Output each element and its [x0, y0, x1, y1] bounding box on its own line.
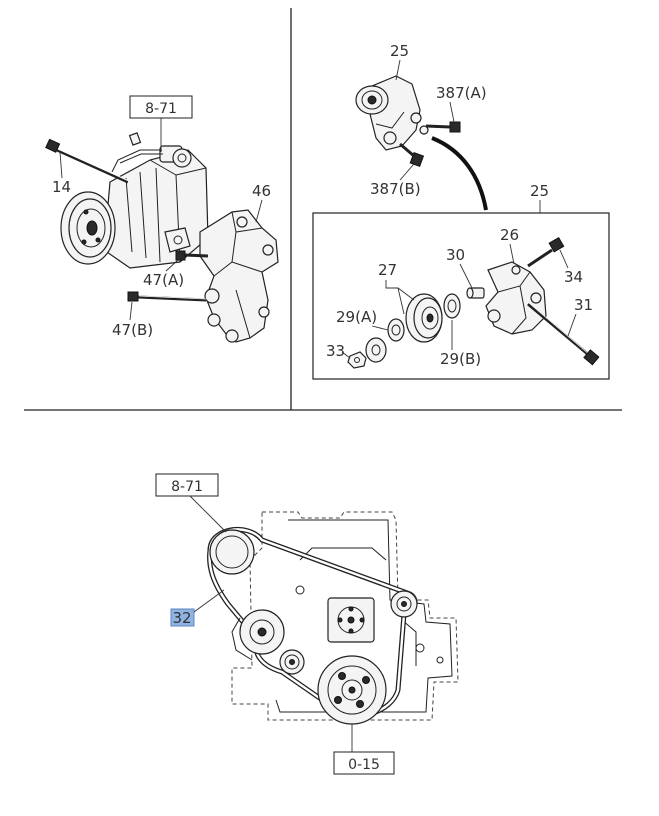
- svg-text:0-15: 0-15: [348, 757, 380, 773]
- callout-14[interactable]: 14: [52, 178, 71, 196]
- crankshaft-pulley: [317, 655, 387, 725]
- nut-33: [347, 351, 367, 369]
- svg-text:8-71: 8-71: [171, 479, 203, 495]
- pin-30: [466, 287, 485, 299]
- callout-0-15[interactable]: 0-15: [333, 751, 395, 775]
- callout-34[interactable]: 34: [564, 268, 583, 286]
- callout-25-top[interactable]: 25: [390, 42, 409, 60]
- callout-30[interactable]: 30: [446, 246, 465, 264]
- connector-curve: [431, 136, 488, 211]
- alternator-pulley: [209, 529, 255, 575]
- callout-32[interactable]: 32: [170, 608, 195, 627]
- callout-47a[interactable]: 47(A): [143, 271, 184, 289]
- bolt-47b: [127, 291, 207, 302]
- bearing-29b: [443, 293, 461, 319]
- callout-26[interactable]: 26: [500, 226, 519, 244]
- tensioner-assembly-small: [355, 75, 429, 151]
- bolt-14: [45, 138, 130, 184]
- bracket-26: [485, 261, 547, 335]
- callout-29b[interactable]: 29(B): [440, 350, 481, 368]
- callout-47b[interactable]: 47(B): [112, 321, 153, 339]
- callout-29a[interactable]: 29(A): [336, 308, 377, 326]
- compressor-assembly: [60, 132, 209, 269]
- bolt-47a: [175, 250, 209, 261]
- svg-text:8-71: 8-71: [145, 101, 177, 117]
- callout-387b[interactable]: 387(B): [370, 180, 421, 198]
- compressor-pulley: [231, 609, 285, 661]
- callout-8-71-top[interactable]: 8-71: [129, 95, 193, 119]
- tensioner-pulley: [279, 649, 305, 675]
- exploded-view-box: [312, 212, 610, 380]
- pulley-27: [405, 293, 443, 343]
- callout-25-box[interactable]: 25: [530, 182, 549, 200]
- callout-33[interactable]: 33: [326, 342, 345, 360]
- svg-text:32: 32: [172, 609, 191, 627]
- bolt-34: [527, 236, 565, 268]
- idler-pulley: [390, 590, 418, 618]
- bolt-387b: [399, 142, 425, 167]
- bearing-29a: [387, 318, 405, 342]
- bolt-387a: [425, 121, 461, 133]
- washer: [365, 337, 387, 363]
- callout-27[interactable]: 27: [378, 261, 397, 279]
- callout-46[interactable]: 46: [252, 182, 271, 200]
- bracket-46: [199, 209, 279, 343]
- callout-31[interactable]: 31: [574, 296, 593, 314]
- bolt-31: [527, 302, 600, 366]
- callout-8-71-bottom[interactable]: 8-71: [155, 473, 219, 497]
- callout-387a[interactable]: 387(A): [436, 84, 487, 102]
